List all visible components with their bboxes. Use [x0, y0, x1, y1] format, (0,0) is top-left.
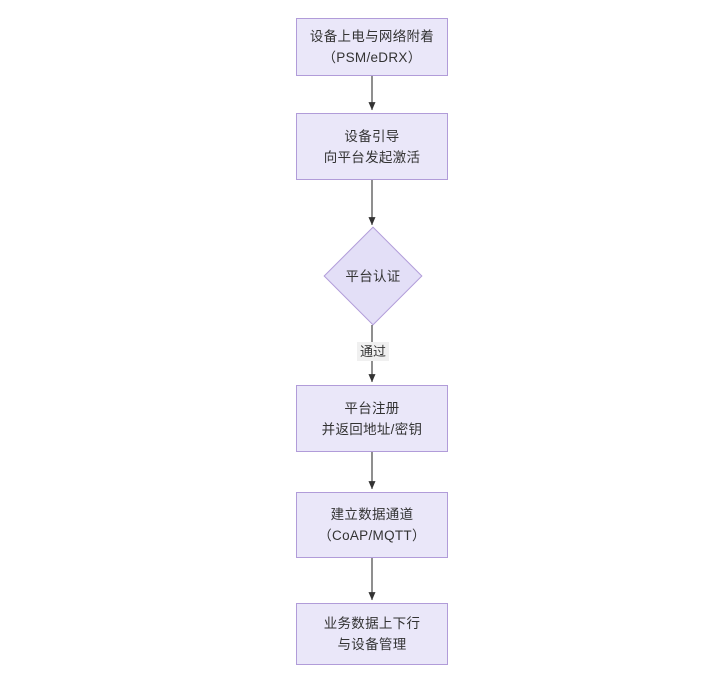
node-power-on[interactable]: 设备上电与网络附着 （PSM/eDRX） — [296, 18, 448, 76]
node-platform-auth-label: 平台认证 — [345, 268, 401, 284]
node-power-on-line-2: （PSM/eDRX） — [322, 50, 422, 65]
node-bootstrap-line-2: 向平台发起激活 — [323, 149, 421, 165]
node-bootstrap[interactable]: 设备引导 向平台发起激活 — [296, 113, 448, 180]
node-platform-register[interactable]: 平台注册 并返回地址/密钥 — [296, 385, 448, 452]
node-data-channel[interactable]: 建立数据通道 （CoAP/MQTT） — [296, 492, 448, 558]
node-data-channel-line-2: （CoAP/MQTT） — [318, 528, 426, 543]
node-platform-auth[interactable]: 平台认证 — [322, 226, 424, 326]
node-service-data[interactable]: 业务数据上下行 与设备管理 — [296, 603, 448, 665]
node-platform-register-line-2: 并返回地址/密钥 — [321, 421, 423, 437]
node-platform-register-line-1: 平台注册 — [344, 400, 400, 416]
node-service-data-line-1: 业务数据上下行 — [323, 616, 421, 631]
node-data-channel-line-1: 建立数据通道 — [330, 507, 414, 522]
node-service-data-line-2: 与设备管理 — [337, 637, 407, 652]
node-power-on-line-1: 设备上电与网络附着 — [309, 29, 435, 44]
node-bootstrap-line-1: 设备引导 — [344, 128, 400, 144]
edge-label-pass: 通过 — [357, 342, 390, 361]
